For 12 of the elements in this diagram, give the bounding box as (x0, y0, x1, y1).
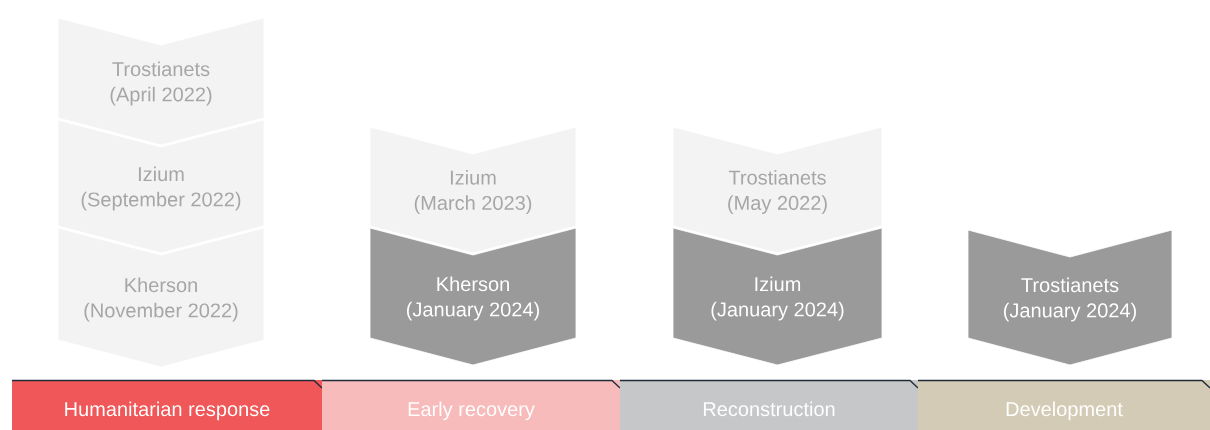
location-card: Trostianets (May 2022) (672, 126, 883, 254)
location-card: Izium (March 2023) (369, 126, 577, 254)
location-card: Izium (January 2024) (672, 227, 883, 366)
location-card: Trostianets (January 2024) (967, 229, 1173, 366)
location-card: Kherson (November 2022) (57, 227, 265, 368)
location-card: Kherson (January 2024) (369, 227, 577, 366)
phase-band: Humanitarian response (11, 379, 323, 430)
location-card: Izium (September 2022) (57, 119, 265, 254)
phase-band: Reconstruction (619, 379, 919, 430)
phase-band: Development (917, 379, 1210, 430)
location-card: Trostianets (April 2022) (57, 17, 265, 146)
phase-band: Early recovery (321, 379, 621, 430)
